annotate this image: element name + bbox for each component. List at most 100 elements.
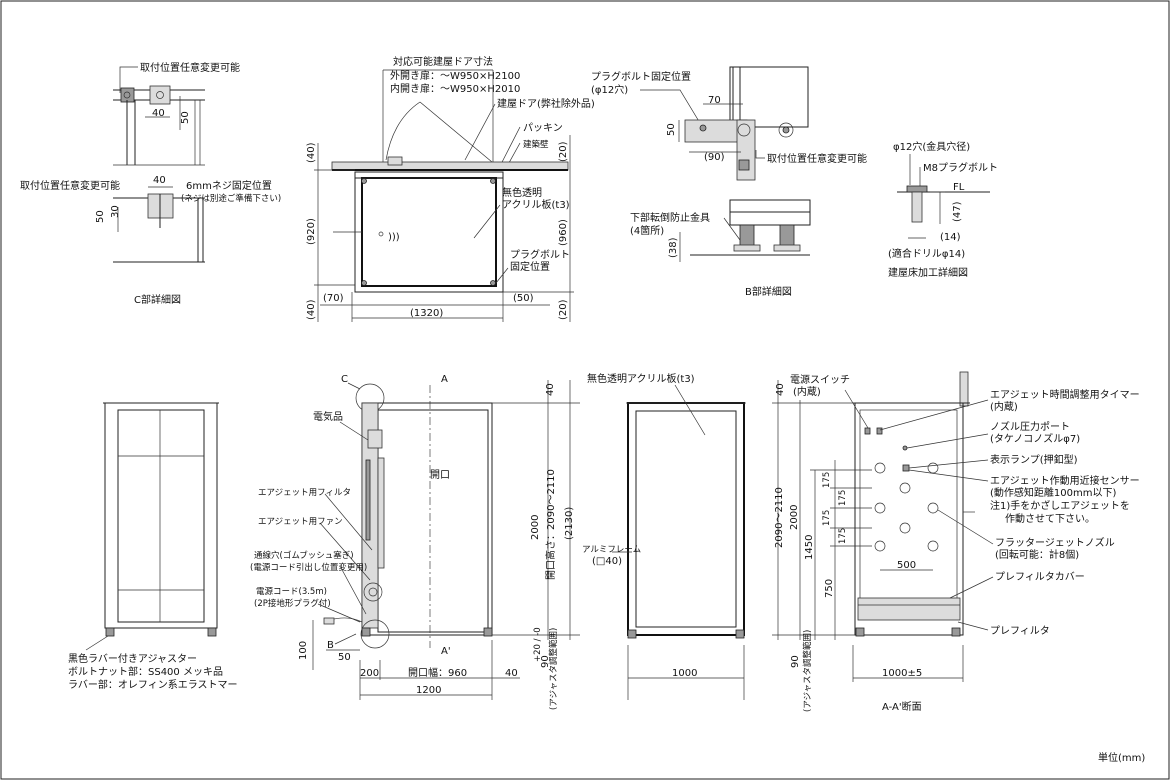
aa-dim-2000: 2000 [789,505,800,530]
b-plug-note: プラグボルト固定位置 [591,70,691,83]
side-dim-adjust-note: (アジャスタ調整範囲) [548,628,559,710]
floor-dim-47: (47) [952,201,963,222]
b-mount-note: 取付位置任意変更可能 [767,152,867,165]
section-c-detail: 取付位置任意変更可能 40 50 取付位置任意変更可能 40 6mmネジ固定位置… [20,61,281,306]
c-screw-note: 6mmネジ固定位置 [186,179,272,192]
c-dim-50b: 50 [95,210,106,223]
door-outer: 外開き扉：〜W950×H2100 [390,69,520,82]
aa-switch-2: (内蔵) [793,385,821,398]
adjuster-3: ラバー部：オレフィン系エラストマー [68,678,238,691]
c-top-note: 取付位置任意変更可能 [140,61,240,74]
side-dim-200: 200 [360,668,379,679]
front-frame: アルミフレーム [582,545,641,555]
side-dim-opening-w: 開口幅：960 [408,666,467,679]
a-top: A [441,374,448,385]
electrical-label: 電気品 [313,410,343,423]
c-title: C部詳細図 [134,293,181,306]
front-dim-1000: 1000 [672,668,697,679]
aa-nozzle-2: (回転可能：計8個) [995,548,1079,561]
side-dim-100: 100 [298,641,309,660]
plan-dim-40-top: (40) [306,142,317,163]
cord-2: (2P接地形プラグ付) [254,598,331,609]
b-title: B部詳細図 [745,285,792,298]
plan-dim-40-bot: (40) [306,299,317,320]
plan-dim-920: (920) [306,218,317,245]
aa-dim-range: 2090〜2110 [774,487,785,548]
aa-port-1: ノズル圧力ポート [990,420,1070,433]
side-dim-1200: 1200 [416,685,441,696]
aa-sensor-4: 作動させて下さい。 [1005,512,1095,525]
c-dim-30: 30 [110,205,121,218]
anchor-1: プラグボルト [510,248,570,261]
b-dim-70: 70 [708,95,721,106]
side-dim-2130: (2130) [564,507,575,540]
aa-dim-1000: 1000±5 [882,668,922,679]
anchor-2: 固定位置 [510,260,550,273]
cord-1: 電源コード(3.5m) [256,587,327,597]
aa-dim-175d: 175 [838,528,848,544]
aa-dim-175c: 175 [822,510,832,526]
aa-sensor-1: エアジェット作動用近接センサー [990,474,1140,487]
fan-label: エアジェット用ファン [258,517,343,527]
front-frame-sub: (□40) [592,556,622,567]
plan-dim-960: (960) [558,219,569,246]
section-aa: 電源スイッチ (内蔵) エアジェット時間調整用タイマー (内蔵) ノズル圧力ポー… [772,371,1140,713]
aa-timer-2: (内蔵) [990,400,1018,413]
aa-sensor-3: 注1)手をかざしエアジェットを [990,499,1130,512]
door-label: 建屋ドア(弊社除外品) [497,97,595,110]
aa-dim-adjust-note: (アジャスタ調整範囲) [802,630,813,712]
plan-view: 対応可能建屋ドア寸法 外開き扉：〜W950×H2100 内開き扉：〜W950×H… [306,55,595,322]
side-dim-2000: 2000 [530,515,541,540]
packing-label: パッキン [523,122,563,134]
floor-drill: (適合ドリルφ14) [888,247,965,260]
aa-nozzle-1: フラッタージェットノズル [995,536,1115,549]
c-dim-50: 50 [180,111,191,124]
aa-prefilter: プレフィルタ [990,625,1050,637]
side-dim-adjust: 90 [540,655,551,668]
aa-dim-500: 500 [897,560,916,571]
door-inner: 内開き扉：〜W950×H2010 [390,82,520,95]
c-dim-40b: 40 [153,175,166,186]
floor-bolt: M8プラグボルト [923,161,998,174]
floor-detail: φ12穴(金具穴径) M8プラグボルト FL (47) (14) (適合ドリルφ… [888,140,998,279]
acrylic-2: アクリル板(t3) [502,198,570,211]
plan-dim-1320: (1320) [410,308,443,319]
front-acrylic: 無色透明アクリル板(t3) [587,372,695,385]
left-elevation: 黒色ラバー付きアジャスター ボルトナット部：SS400 メッキ品 ラバー部：オレ… [68,402,238,691]
aa-dim-750: 750 [824,579,835,598]
b-mark: B [327,640,334,651]
b-dim-90: (90) [704,152,725,163]
acrylic-1: 無色透明 [502,186,542,199]
side-dim-50: 50 [338,652,351,663]
aa-sensor-2: (動作感知距離100mm以下) [990,486,1116,499]
b-dim-50: 50 [666,123,677,136]
side-dim-adjust-tol: +20 / -0 [533,627,543,662]
filter-label: エアジェット用フィルタ [258,488,351,498]
wave-mark: ))) [388,232,400,243]
aa-lamp: 表示ランプ(押釦型) [990,453,1078,466]
aa-cover: プレフィルタカバー [995,571,1085,583]
aa-dim-175b: 175 [838,490,848,506]
floor-fl: FL [953,182,965,193]
wall-label: 建築壁 [523,139,549,150]
aa-dim-adjust: 90 [790,655,801,668]
adjuster-1: 黒色ラバー付きアジャスター [68,652,197,665]
front-view: 無色透明アクリル板(t3) アルミフレーム (□40) 1000 [582,372,746,700]
floor-title: 建屋床加工詳細図 [888,266,968,279]
b-tip-note: 下部転倒防止金具 [630,211,710,224]
c-mark: C [341,374,348,385]
plan-dim-50: (50) [513,293,534,304]
b-tip-sub: (4箇所) [630,224,664,237]
side-dim-40-top: 40 [545,383,556,396]
aa-timer-1: エアジェット時間調整用タイマー [990,388,1140,401]
side-dim-opening-h: 開口高さ：2090〜2110 [544,469,557,580]
section-b-detail: プラグボルト固定位置 (φ12穴) 70 50 (90) 取付位置任意変更可能 … [591,66,867,298]
plan-dim-20-bot: (20) [558,299,569,320]
door-title: 対応可能建屋ドア寸法 [393,55,493,68]
aa-dim-40: 40 [775,383,786,396]
hole-2: (電源コード引出し位置変更用) [250,562,367,573]
adjuster-2: ボルトナット部：SS400 メッキ品 [68,665,223,678]
b-dim-38: (38) [668,237,679,258]
